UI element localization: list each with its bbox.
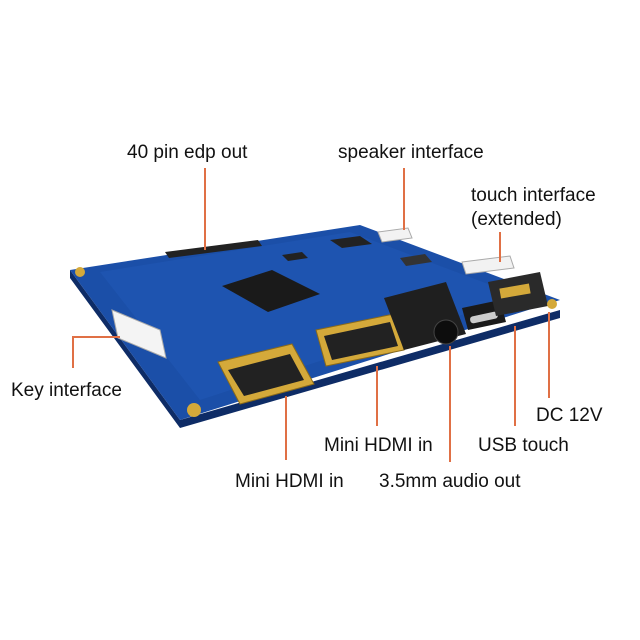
- edp-connector: [165, 240, 262, 258]
- label-usb-touch: USB touch: [478, 435, 569, 456]
- label-touch-interface: touch interface (extended): [471, 184, 596, 232]
- label-mini-hdmi-1: Mini HDMI in: [235, 471, 344, 492]
- leader-touch: [499, 232, 501, 262]
- label-mini-hdmi-2: Mini HDMI in: [324, 435, 433, 456]
- leader-key-v: [72, 336, 74, 368]
- leader-hdmi1: [285, 396, 287, 460]
- leader-usb: [514, 326, 516, 426]
- label-edp-out: 40 pin edp out: [127, 142, 248, 163]
- label-speaker-interface: speaker interface: [338, 142, 484, 163]
- label-audio-out: 3.5mm audio out: [379, 471, 521, 492]
- leader-speaker: [403, 168, 405, 230]
- leader-key-h: [72, 336, 120, 338]
- leader-hdmi2: [376, 366, 378, 426]
- speaker-connector: [377, 227, 413, 243]
- label-touch-line2: (extended): [471, 208, 562, 230]
- label-touch-line1: touch interface: [471, 185, 596, 206]
- label-key-interface: Key interface: [11, 380, 122, 401]
- leader-dc: [548, 312, 550, 398]
- label-dc-12v: DC 12V: [536, 405, 603, 426]
- main-chip: [222, 270, 320, 312]
- leader-audio: [449, 346, 451, 462]
- key-connector: [111, 309, 167, 359]
- touch-ext-connector: [461, 255, 515, 275]
- leader-edp: [204, 168, 206, 250]
